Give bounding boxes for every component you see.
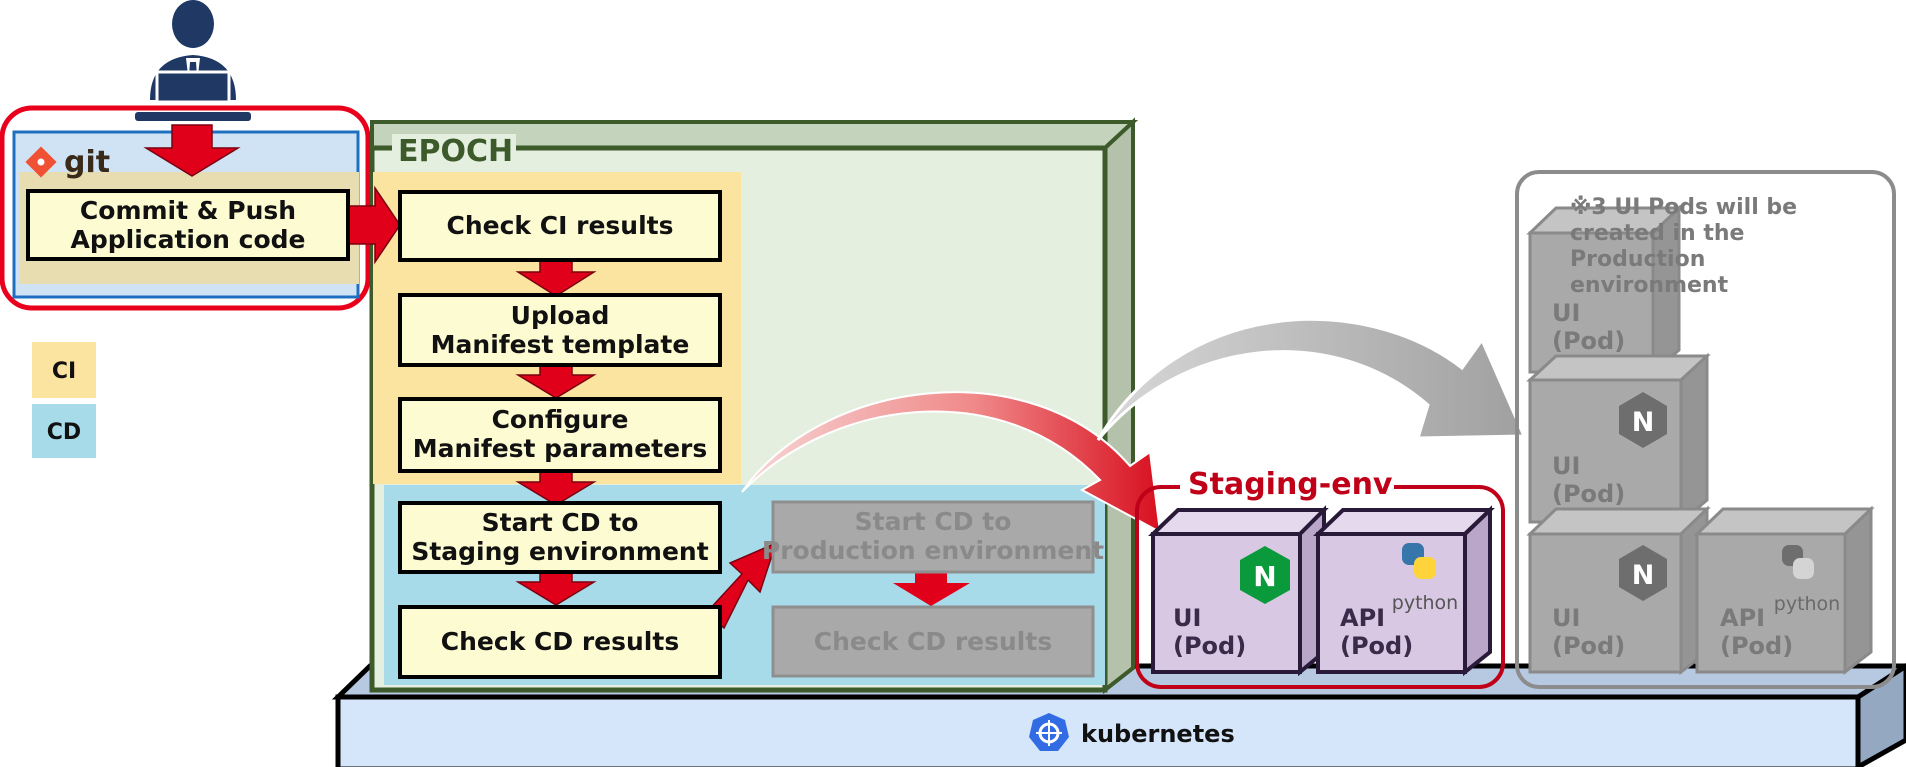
staging-api-sub: (Pod) (1340, 632, 1413, 660)
configure-line1: Configure (492, 405, 629, 434)
start-cd-staging-box: Start CD to Staging environment (398, 501, 722, 574)
upload-line2: Manifest template (431, 330, 690, 359)
flow-arrows (143, 124, 778, 630)
staging-ui-pod: N UI (Pod) (1148, 505, 1329, 677)
prod-python-badge: python (1774, 593, 1840, 615)
commit-push-box: Commit & Push Application code (26, 189, 350, 261)
start-cd-production-line1: Start CD to (855, 507, 1012, 536)
python-icon (1402, 543, 1436, 579)
prod-ui-bottom-sub: (Pod) (1552, 632, 1625, 660)
production-note: ※3 UI Pods will be created in the Produc… (1570, 195, 1797, 298)
check-cd-box: Check CD results (398, 605, 722, 679)
prod-ui-middle-name: UI (1552, 452, 1580, 480)
prod-ui-top-sub: (Pod) (1552, 327, 1625, 355)
prod-ui-top-name: UI (1552, 299, 1580, 327)
legend-cd-label: CD (47, 420, 81, 445)
note-line1: ※3 UI Pods will be (1570, 195, 1797, 220)
prod-ui-bottom-badge: N (1632, 560, 1655, 591)
commit-line2: Application code (70, 225, 305, 254)
prod-api-sub: (Pod) (1720, 632, 1793, 660)
staging-api-name: API (1340, 604, 1385, 632)
check-ci-box: Check CI results (398, 190, 722, 262)
note-line4: environment (1570, 273, 1729, 298)
staging-title: Staging-env (1188, 467, 1393, 502)
start-cd-production-box: Start CD to Production environment (762, 500, 1104, 574)
start-cd-staging-line2: Staging environment (411, 537, 708, 566)
prod-ui-middle-badge: N (1632, 407, 1655, 438)
epoch-label: EPOCH (398, 134, 513, 169)
kubernetes-icon (1029, 713, 1069, 751)
curved-arrow-to-production (1096, 317, 1527, 441)
check-cd-label: Check CD results (441, 627, 679, 656)
python-icon (1782, 545, 1814, 579)
python-badge: python (1392, 592, 1458, 614)
arrow-down-production-to-check (893, 572, 970, 606)
arrow-diagonal-to-production (705, 541, 778, 630)
nginx-icon (1240, 546, 1290, 604)
git-label: git (64, 145, 110, 180)
arrow-right-commit-to-ci (345, 185, 401, 265)
staging-ui-sub: (Pod) (1173, 632, 1246, 660)
legend: CI CD (32, 342, 96, 458)
check-cd-production-label: Check CD results (814, 627, 1052, 656)
prod-api-pod: python API (Pod) (1693, 505, 1875, 676)
nginx-badge: N (1253, 560, 1276, 593)
staging-env: Staging-env N UI (Pod) python API (Pod) (1135, 467, 1505, 689)
staging-api-pod: python API (Pod) (1313, 505, 1495, 677)
prod-ui-pod-bottom: N UI (Pod) (1526, 505, 1711, 676)
note-line2: created in the (1570, 221, 1744, 246)
check-cd-production-box: Check CD results (771, 605, 1095, 678)
commit-line1: Commit & Push (80, 196, 296, 225)
prod-ui-pod-top: UI (Pod) (1526, 204, 1683, 376)
production-env: UI (Pod) N UI (Pod) N UI (Pod) (1515, 170, 1896, 689)
legend-cd-swatch (32, 404, 96, 458)
prod-ui-bottom-name: UI (1552, 604, 1580, 632)
legend-ci-swatch (32, 342, 96, 398)
prod-api-name: API (1720, 604, 1765, 632)
note-line3: Production (1570, 247, 1705, 272)
prod-ui-middle-sub: (Pod) (1552, 480, 1625, 508)
configure-line2: Manifest parameters (413, 434, 708, 463)
start-cd-staging-line1: Start CD to (482, 508, 639, 537)
nginx-icon (1619, 545, 1667, 601)
legend-ci-label: CI (52, 359, 76, 384)
staging-ui-name: UI (1173, 604, 1201, 632)
start-cd-production-line2: Production environment (762, 536, 1104, 565)
kubernetes-label: kubernetes (1081, 720, 1235, 748)
curved-arrow-to-staging (741, 391, 1162, 534)
upload-box: Upload Manifest template (398, 293, 722, 367)
git-icon (25, 146, 57, 178)
configure-box: Configure Manifest parameters (398, 397, 722, 473)
prod-ui-pod-middle: N UI (Pod) (1526, 352, 1711, 526)
check-ci-label: Check CI results (447, 211, 674, 240)
upload-line1: Upload (511, 301, 610, 330)
arrow-down-user-to-commit (143, 124, 241, 177)
nginx-icon (1619, 392, 1667, 448)
laptop-icon (135, 70, 251, 121)
